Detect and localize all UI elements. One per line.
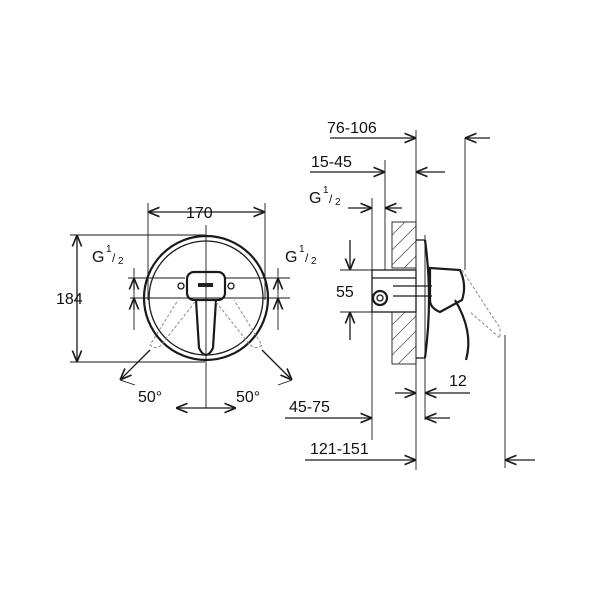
handle-profile bbox=[428, 266, 466, 314]
angle-left-label: 50° bbox=[138, 389, 162, 406]
dim-15-45-label: 15-45 bbox=[311, 154, 352, 171]
dim-12-label: 12 bbox=[449, 373, 467, 390]
side-view: 76-106 15-45 G 1 / 2 55 12 45-75 121-151 bbox=[285, 120, 535, 470]
angle-right-label: 50° bbox=[236, 389, 260, 406]
svg-text:G: G bbox=[285, 249, 297, 266]
valve-connector bbox=[371, 289, 389, 307]
svg-text:2: 2 bbox=[118, 256, 124, 267]
thread-left-label: G 1 / 2 bbox=[92, 244, 124, 267]
svg-text:/: / bbox=[112, 251, 116, 265]
plate-profile bbox=[423, 239, 431, 359]
dim-55-label: 55 bbox=[336, 284, 354, 301]
front-view: 170 184 50 bbox=[56, 203, 317, 408]
svg-text:1: 1 bbox=[106, 244, 112, 255]
logo-mark bbox=[198, 283, 213, 287]
dim-45-75-label: 45-75 bbox=[289, 399, 330, 416]
svg-text:/: / bbox=[329, 192, 333, 206]
side-thread-label: G 1 / 2 bbox=[309, 185, 341, 208]
height-dimension-label: 184 bbox=[56, 291, 83, 308]
svg-text:/: / bbox=[305, 251, 309, 265]
thread-right-label: G 1 / 2 bbox=[285, 244, 317, 267]
dim-121-151-label: 121-151 bbox=[310, 441, 369, 458]
lever-hub bbox=[185, 270, 227, 302]
svg-text:2: 2 bbox=[335, 197, 341, 208]
svg-text:G: G bbox=[92, 249, 104, 266]
width-dimension-label: 170 bbox=[186, 205, 213, 222]
svg-text:G: G bbox=[309, 190, 321, 207]
lever-arm bbox=[194, 299, 218, 357]
dim-76-106-label: 76-106 bbox=[327, 120, 377, 137]
svg-text:1: 1 bbox=[299, 244, 305, 255]
svg-text:2: 2 bbox=[311, 256, 317, 267]
valve-body bbox=[371, 269, 417, 313]
svg-text:1: 1 bbox=[323, 185, 329, 196]
